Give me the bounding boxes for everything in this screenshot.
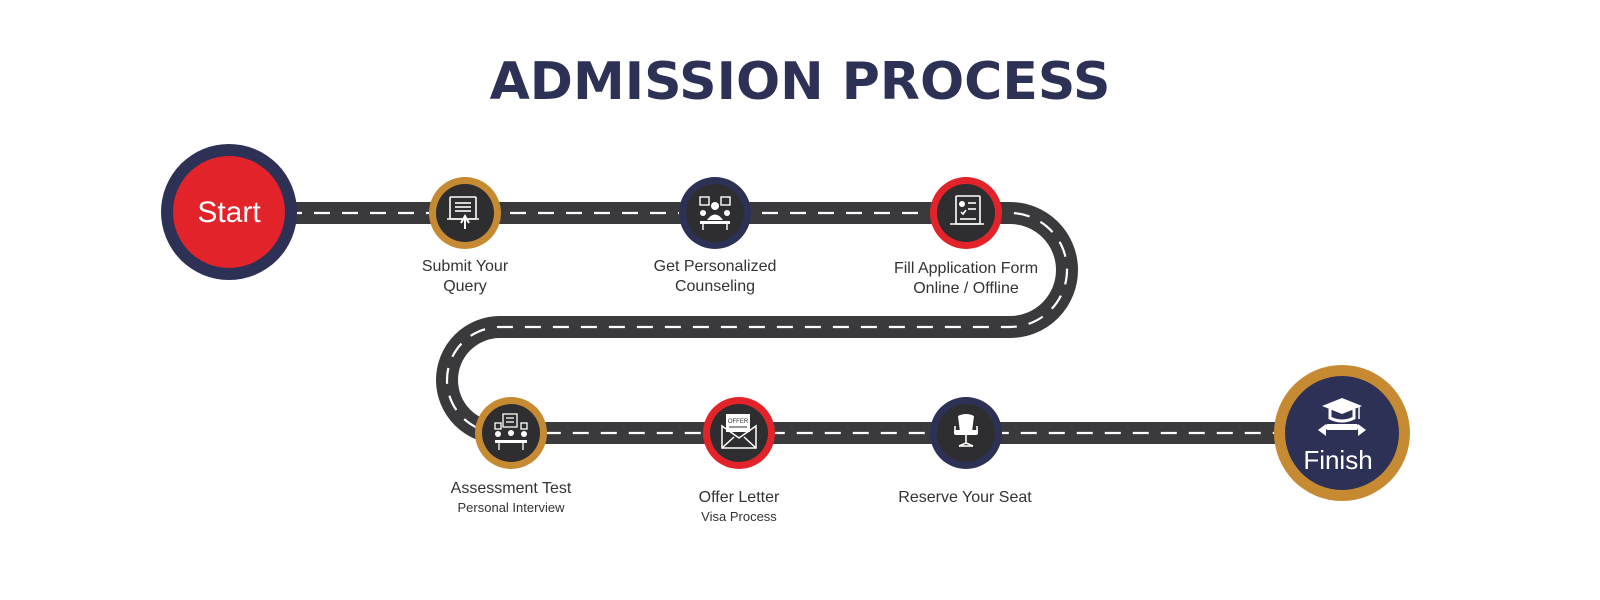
counseling-icon [699, 196, 731, 230]
finish-label: Finish [1303, 445, 1372, 475]
start-label: Start [197, 196, 261, 229]
step-label-line1: Fill Application Form [893, 260, 1039, 277]
step-label-line2: Counseling [674, 278, 756, 295]
offer-letter-icon: OFFER [721, 414, 757, 449]
start-node: Start [161, 144, 297, 280]
offer-icon-text: OFFER [728, 419, 749, 425]
page-title: ADMISSION PROCESS [489, 52, 1111, 112]
finish-node: Finish [1274, 365, 1410, 501]
seat-icon [954, 414, 978, 447]
step-label-application-form: Fill Application Form Online / Offline [870, 259, 1062, 299]
step-node-application-form [930, 177, 1002, 249]
step-node-counseling [679, 177, 751, 249]
step-label-line1: Reserve Your Seat [898, 489, 1032, 506]
road [230, 202, 1330, 444]
step-label-line2: Online / Offline [913, 280, 1019, 297]
step-label-reserve-seat: Reserve Your Seat [880, 488, 1050, 508]
step-label-counseling: Get Personalized Counseling [630, 257, 800, 297]
step-label-line2: Query [443, 278, 487, 295]
document-click-icon [447, 196, 479, 229]
step-label-offer-letter: Offer Letter Visa Process [669, 488, 809, 525]
step-node-submit-query [429, 177, 501, 249]
step-node-offer-letter: OFFER [703, 397, 775, 469]
step-label-sub: Personal Interview [457, 500, 565, 515]
step-label-assessment: Assessment Test Personal Interview [431, 479, 591, 516]
step-node-assessment [475, 397, 547, 469]
step-label-sub: Visa Process [701, 509, 777, 524]
step-label-line1: Get Personalized [653, 258, 777, 275]
step-node-reserve-seat [930, 397, 1002, 469]
road-lane-markings [230, 211, 1330, 435]
step-label-line1: Assessment Test [450, 480, 572, 497]
step-label-submit-query: Submit Your Query [395, 257, 535, 297]
application-form-icon [950, 195, 984, 225]
graduation-cap-icon [1318, 398, 1366, 436]
step-label-line1: Submit Your [421, 258, 509, 275]
step-label-line1: Offer Letter [698, 489, 780, 506]
assessment-icon [494, 413, 528, 450]
